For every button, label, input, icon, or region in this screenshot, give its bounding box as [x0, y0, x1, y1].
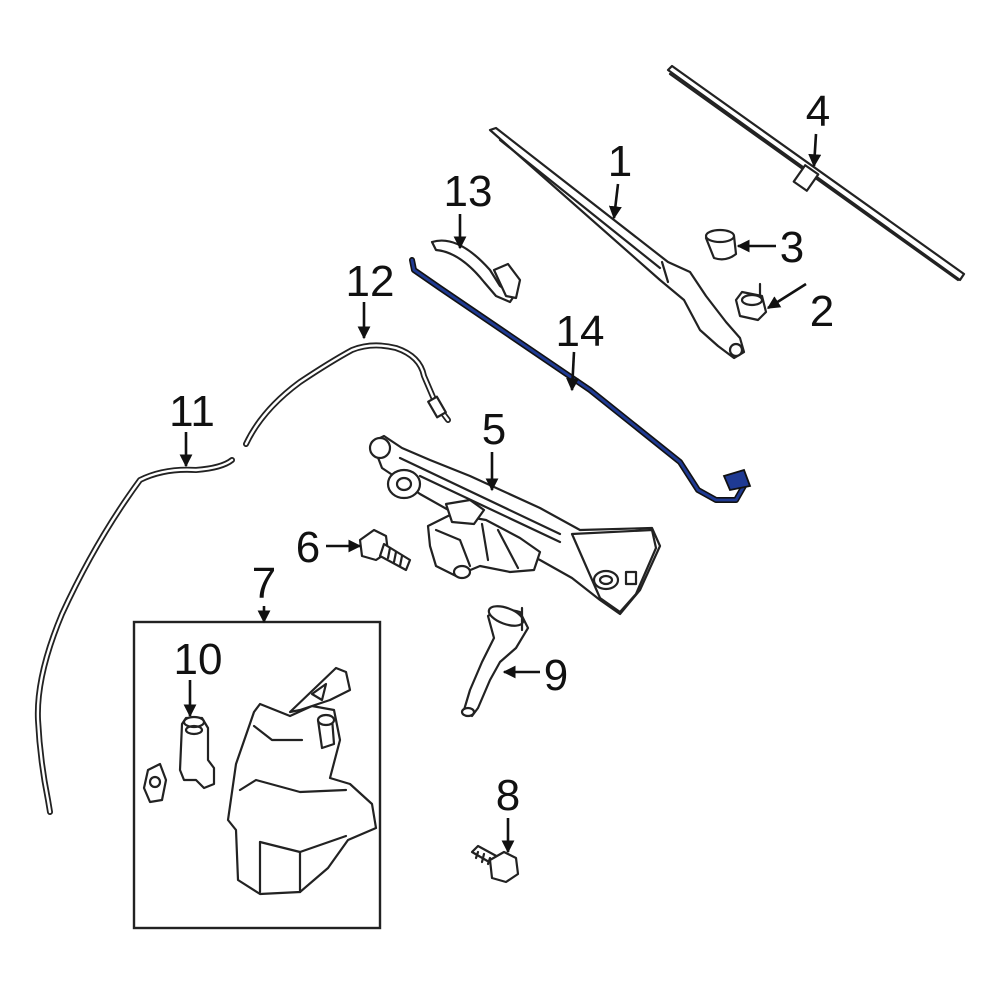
- wiper-blade: [666, 64, 966, 282]
- callout-1: 1: [608, 137, 632, 186]
- callout-6: 6: [296, 523, 320, 572]
- arm-nut: [734, 282, 768, 322]
- callout-4: 4: [806, 87, 830, 136]
- linkage-bolt: [358, 528, 412, 572]
- washer-hose-upper: [243, 342, 451, 447]
- callout-5: 5: [482, 405, 506, 454]
- callout-2: 2: [810, 287, 834, 336]
- callout-7: 7: [252, 559, 276, 608]
- wiper-motor-linkage: [368, 434, 662, 616]
- reservoir-bolt: [470, 844, 520, 884]
- callout-8: 8: [496, 771, 520, 820]
- callout-3: 3: [780, 223, 804, 272]
- washer-hose-highlighted: [409, 257, 752, 503]
- arm-cap: [704, 228, 738, 261]
- pump-grommet: [142, 762, 168, 804]
- wiper-arm: [488, 126, 746, 360]
- callout-12: 12: [346, 257, 395, 306]
- hose-bracket: [430, 239, 522, 304]
- washer-pump: [178, 715, 216, 790]
- leader-arrows: [179, 133, 822, 854]
- washer-filler-neck: [460, 605, 530, 718]
- callout-9: 9: [544, 651, 568, 700]
- washer-reservoir-tank: [226, 666, 378, 896]
- reservoir-assembly-frame: [132, 620, 382, 930]
- callout-14: 14: [556, 307, 605, 356]
- callout-11: 11: [169, 387, 215, 436]
- callout-13: 13: [444, 167, 493, 216]
- callout-labels: 1 2 3 4 5 6 7 8 9 10 11 12 13 14: [169, 87, 834, 820]
- washer-hose-long: [34, 457, 235, 815]
- callout-10: 10: [174, 635, 223, 684]
